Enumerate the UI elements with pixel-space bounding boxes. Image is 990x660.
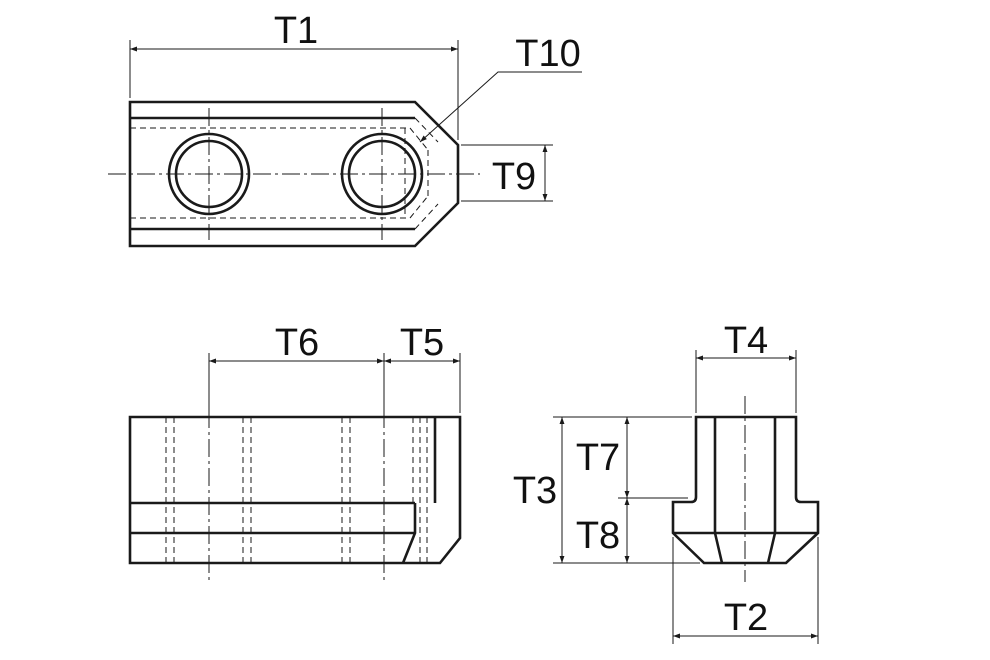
top-view: T1 T10 T9 bbox=[108, 10, 582, 248]
t10-leader-line bbox=[419, 71, 582, 143]
top-view-hidden-chamfer bbox=[414, 117, 439, 230]
t7-label: T7 bbox=[576, 437, 620, 479]
front-view: T6 T5 bbox=[128, 322, 462, 583]
t5-label: T5 bbox=[400, 322, 444, 364]
side-view-outline bbox=[671, 415, 820, 565]
top-view-hidden-chamfer bbox=[409, 127, 429, 219]
front-view-outline bbox=[128, 415, 462, 565]
side-view-inner-chamfer bbox=[713, 532, 777, 564]
t6-label: T6 bbox=[275, 322, 319, 364]
side-view: T4 T2 T3 T7 T8 bbox=[513, 320, 820, 644]
t8-label: T8 bbox=[576, 515, 620, 557]
t4-label: T4 bbox=[724, 320, 768, 362]
t3-label: T3 bbox=[513, 470, 557, 512]
t1-label: T1 bbox=[274, 10, 318, 52]
t9-label: T9 bbox=[492, 156, 536, 198]
front-view-step-edge bbox=[401, 503, 417, 564]
t2-label: T2 bbox=[724, 597, 768, 639]
top-view-outline bbox=[128, 100, 460, 248]
t10-label: T10 bbox=[515, 33, 580, 75]
